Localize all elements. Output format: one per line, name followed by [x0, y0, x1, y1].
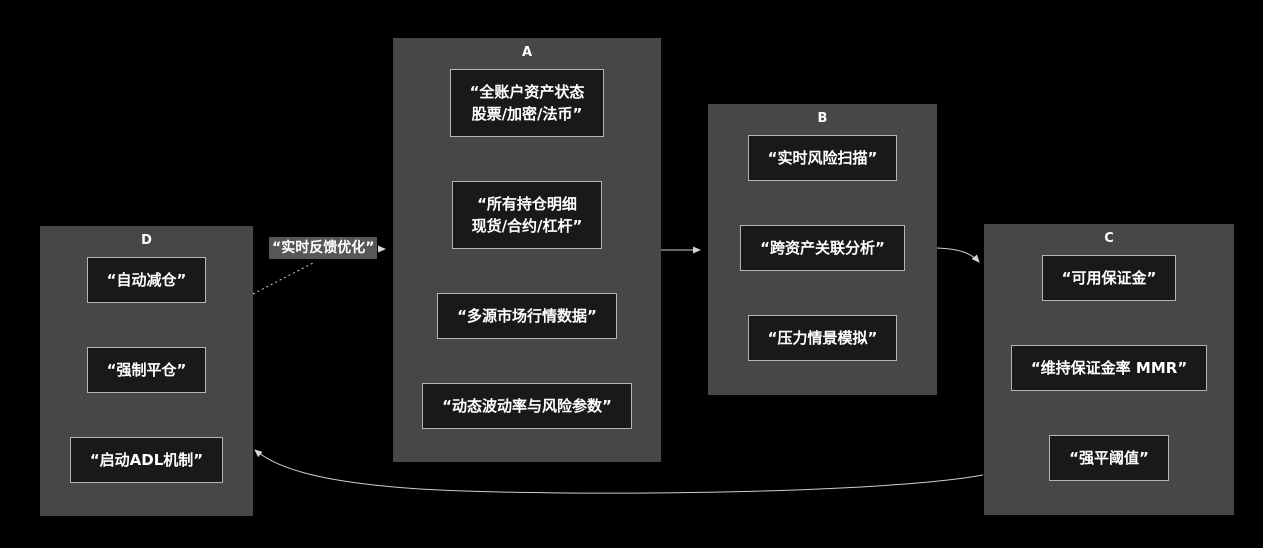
edge-d-to-label	[252, 262, 314, 295]
edge-b-to-c	[936, 247, 980, 263]
item-liquidation-threshold: “强平阈值”	[1049, 435, 1169, 481]
item-risk-scan: “实时风险扫描”	[747, 135, 898, 181]
item-forced-liquidation: “强制平仓”	[86, 347, 207, 393]
node-c-title: C	[1104, 231, 1114, 246]
item-volatility-params: “动态波动率与风险参数”	[422, 383, 632, 429]
node-b: B “实时风险扫描” “跨资产关联分析” “压力情景模拟”	[708, 104, 937, 395]
item-cross-asset-analysis: “跨资产关联分析”	[740, 225, 905, 271]
node-b-title: B	[817, 111, 828, 126]
node-d: D “自动减仓” “强制平仓” “启动ADL机制”	[40, 226, 253, 516]
node-a-title: A	[521, 45, 533, 60]
item-market-data: “多源市场行情数据”	[437, 293, 617, 339]
item-account-assets: “全账户资产状态 股票/加密/法币”	[449, 69, 605, 137]
node-c: C “可用保证金” “维持保证金率 MMR” “强平阈值”	[984, 224, 1234, 515]
item-stress-simulation: “压力情景模拟”	[747, 315, 898, 361]
feedback-label: “实时反馈优化”	[269, 237, 378, 259]
item-maintenance-margin-rate: “维持保证金率 MMR”	[1010, 345, 1208, 391]
item-auto-deleverage: “自动减仓”	[86, 257, 207, 303]
node-d-title: D	[141, 233, 152, 248]
item-adl-mechanism: “启动ADL机制”	[69, 437, 224, 483]
item-positions-detail: “所有持仓明细 现货/合约/杠杆”	[451, 181, 603, 249]
item-available-margin: “可用保证金”	[1041, 255, 1177, 301]
node-a: A “全账户资产状态 股票/加密/法币” “所有持仓明细 现货/合约/杠杆” “…	[393, 38, 661, 462]
